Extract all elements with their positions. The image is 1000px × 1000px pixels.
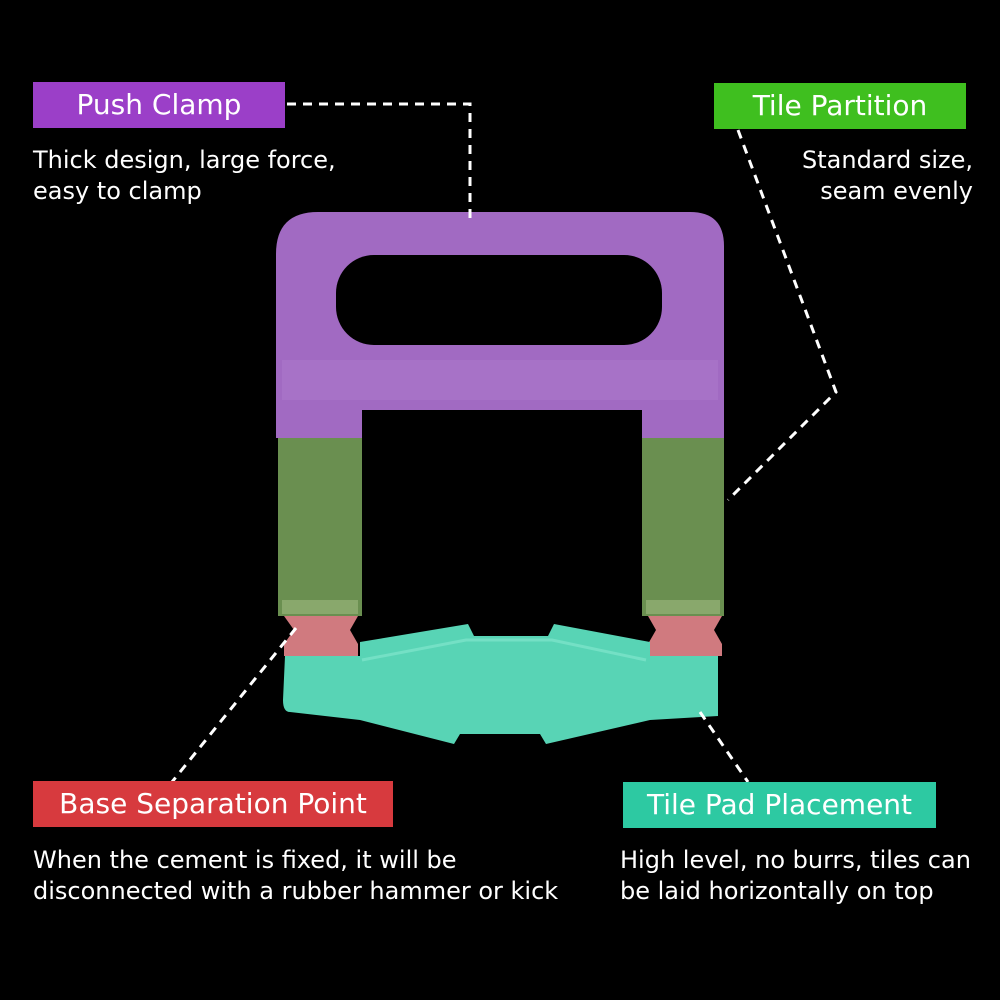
tile-partition-connector (726, 129, 838, 502)
connector-lines (170, 102, 838, 783)
tile-pad-desc-line-2: be laid horizontally on top (620, 877, 934, 905)
tile-partition-description: Standard size, seam evenly (802, 145, 973, 207)
left-leg-shade (282, 600, 358, 614)
push-clamp-label: Push Clamp (33, 82, 285, 128)
tile-partition-desc-line-2: seam evenly (820, 177, 973, 205)
push-clamp-connector (287, 102, 472, 222)
base-separation-description: When the cement is fixed, it will be dis… (33, 845, 558, 907)
clamp-highlight (282, 360, 718, 400)
base-separation-desc-line-1: When the cement is fixed, it will be (33, 846, 457, 874)
tile-pad-connector (698, 711, 750, 783)
push-clamp-desc-line-2: easy to clamp (33, 177, 202, 205)
tile-pad-desc-line-1: High level, no burrs, tiles can (620, 846, 971, 874)
tile-partition-left-leg (278, 438, 362, 616)
clamp-hole (336, 255, 662, 345)
right-leg-shade (646, 600, 720, 614)
tile-pad-ridge (361, 638, 647, 662)
tile-pad-label: Tile Pad Placement (623, 782, 936, 828)
base-separation-label: Base Separation Point (33, 781, 393, 827)
base-separation-connector (170, 627, 298, 783)
base-separation-right-notch (648, 616, 722, 656)
tile-partition-label: Tile Partition (714, 83, 966, 129)
tile-partition-desc-line-1: Standard size, (802, 146, 973, 174)
tile-pad-description: High level, no burrs, tiles can be laid … (620, 845, 971, 907)
base-separation-desc-line-2: disconnected with a rubber hammer or kic… (33, 877, 559, 905)
push-clamp-desc-line-1: Thick design, large force, (33, 146, 336, 174)
push-clamp-description: Thick design, large force, easy to clamp (33, 145, 336, 207)
tile-partition-right-leg (642, 438, 724, 616)
base-separation-left-notch (284, 616, 358, 656)
